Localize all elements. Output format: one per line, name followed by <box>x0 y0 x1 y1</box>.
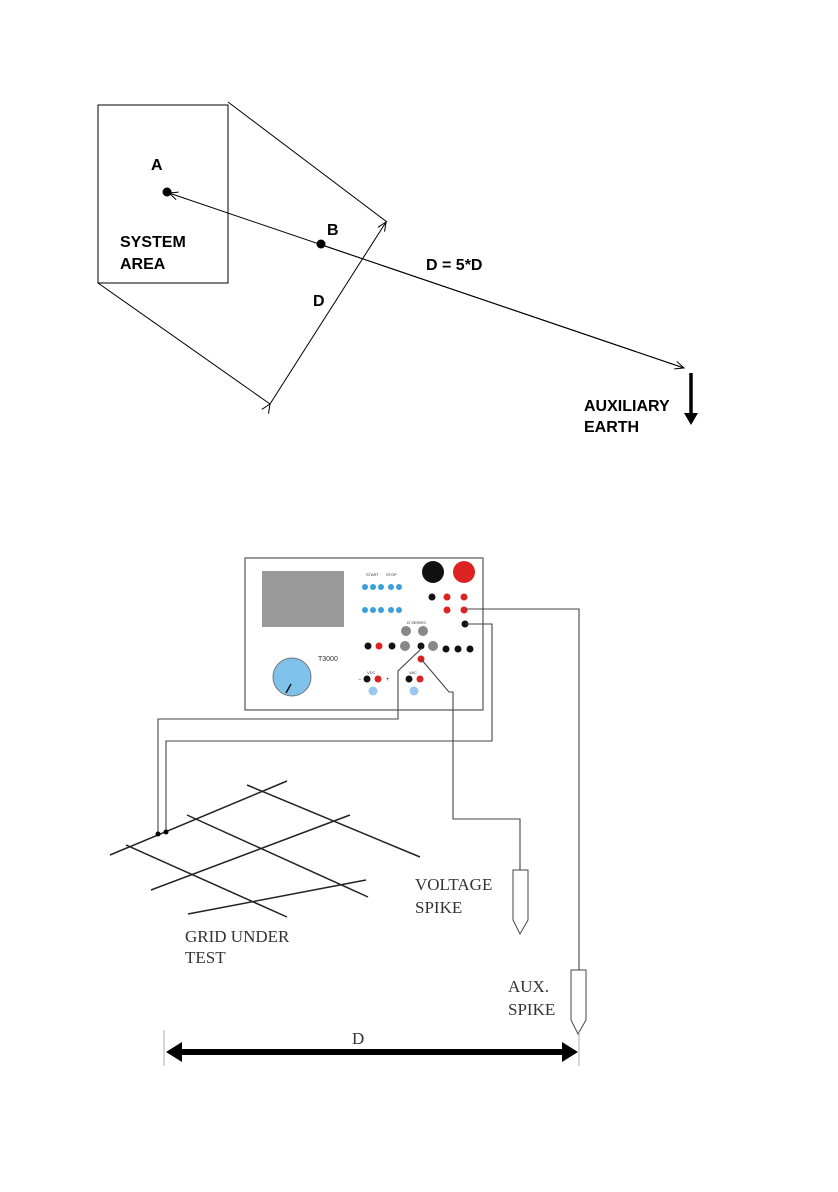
cone-bottom-edge <box>98 283 270 404</box>
voltage-spike-label-line1: VOLTAGE <box>415 875 492 894</box>
grid-label-line2: TEST <box>185 948 226 967</box>
measurement-line-to-aux <box>322 245 684 368</box>
voltage-spike-body <box>513 870 528 934</box>
selector-label: Ω SERIES <box>407 620 426 625</box>
aux-spike-body <box>571 970 586 1034</box>
aux-spike-label-line1: AUX. <box>508 977 549 996</box>
distance-d-label-2: D <box>352 1029 364 1048</box>
point-b-dot <box>317 240 326 249</box>
grid-connection-1 <box>156 832 161 837</box>
black-terminal-large <box>422 561 444 583</box>
instrument-display <box>262 571 344 627</box>
aux-spike-label-line2: SPIKE <box>508 1000 555 1019</box>
red-terminal-large <box>453 561 475 583</box>
grid-label-line1: GRID UNDER <box>185 927 290 946</box>
t3000-instrument: START STOP Ω SERIES <box>245 558 483 710</box>
minus-sign: − <box>358 677 362 683</box>
point-a-dot <box>163 188 172 197</box>
ratio-label: D = 5*D <box>426 257 482 274</box>
cone-top-edge <box>228 102 387 222</box>
auxiliary-label-line2: EARTH <box>584 419 639 436</box>
voltage-spike-label-line2: SPIKE <box>415 898 462 917</box>
vdc-label: VDC <box>367 670 376 675</box>
auxiliary-label-line1: AUXILIARY <box>584 398 670 415</box>
distance-d-double-arrow <box>166 1042 578 1062</box>
stop-label: STOP <box>386 572 397 577</box>
system-area-label-line1: SYSTEM <box>120 234 186 251</box>
point-b-label: B <box>327 222 339 239</box>
model-label: T3000 <box>318 656 338 663</box>
plus-sign: + <box>386 677 390 683</box>
distance-d-arrow <box>270 222 386 404</box>
system-area-label-line2: AREA <box>120 256 166 273</box>
vac-label: VAC <box>409 670 417 675</box>
grid-connection-2 <box>164 830 169 835</box>
auxiliary-earth-arrowhead <box>684 413 698 425</box>
grid-under-test <box>110 780 420 917</box>
grid-test-diagram: START STOP Ω SERIES <box>110 558 586 1066</box>
start-label: START <box>366 572 379 577</box>
point-a-label: A <box>151 157 163 174</box>
system-area-diagram: A B SYSTEM AREA D D = 5*D AUXILIARY EART… <box>98 102 698 436</box>
selector-dial <box>273 658 311 696</box>
distance-d-label: D <box>313 293 325 310</box>
